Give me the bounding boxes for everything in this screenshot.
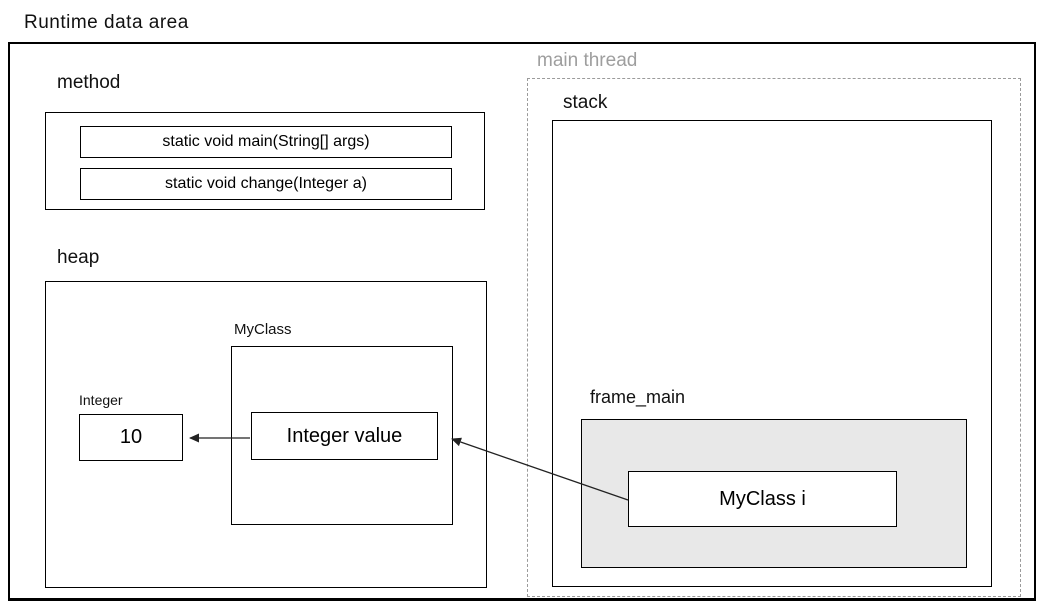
myclass-object-label: MyClass <box>234 321 292 338</box>
method-area-label: method <box>57 72 121 93</box>
heap-area-label: heap <box>57 247 100 268</box>
heap-area-box <box>45 281 487 588</box>
method-entry-main: static void main(String[] args) <box>80 126 452 158</box>
stack-label: stack <box>563 92 608 113</box>
runtime-data-area-box <box>8 42 1036 601</box>
main-thread-label: main thread <box>537 50 638 71</box>
main-thread-box <box>527 78 1021 597</box>
frame-main-label: frame_main <box>590 387 686 407</box>
myclass-object-box <box>231 346 453 525</box>
method-area-box <box>45 112 485 210</box>
integer-object-label: Integer <box>79 392 123 408</box>
method-entry-change: static void change(Integer a) <box>80 168 452 200</box>
myclass-i-variable-box: MyClass i <box>628 471 897 527</box>
integer-object-box: 10 <box>79 414 183 461</box>
diagram-title: Runtime data area <box>24 12 189 33</box>
integer-value-field-box: Integer value <box>251 412 438 460</box>
